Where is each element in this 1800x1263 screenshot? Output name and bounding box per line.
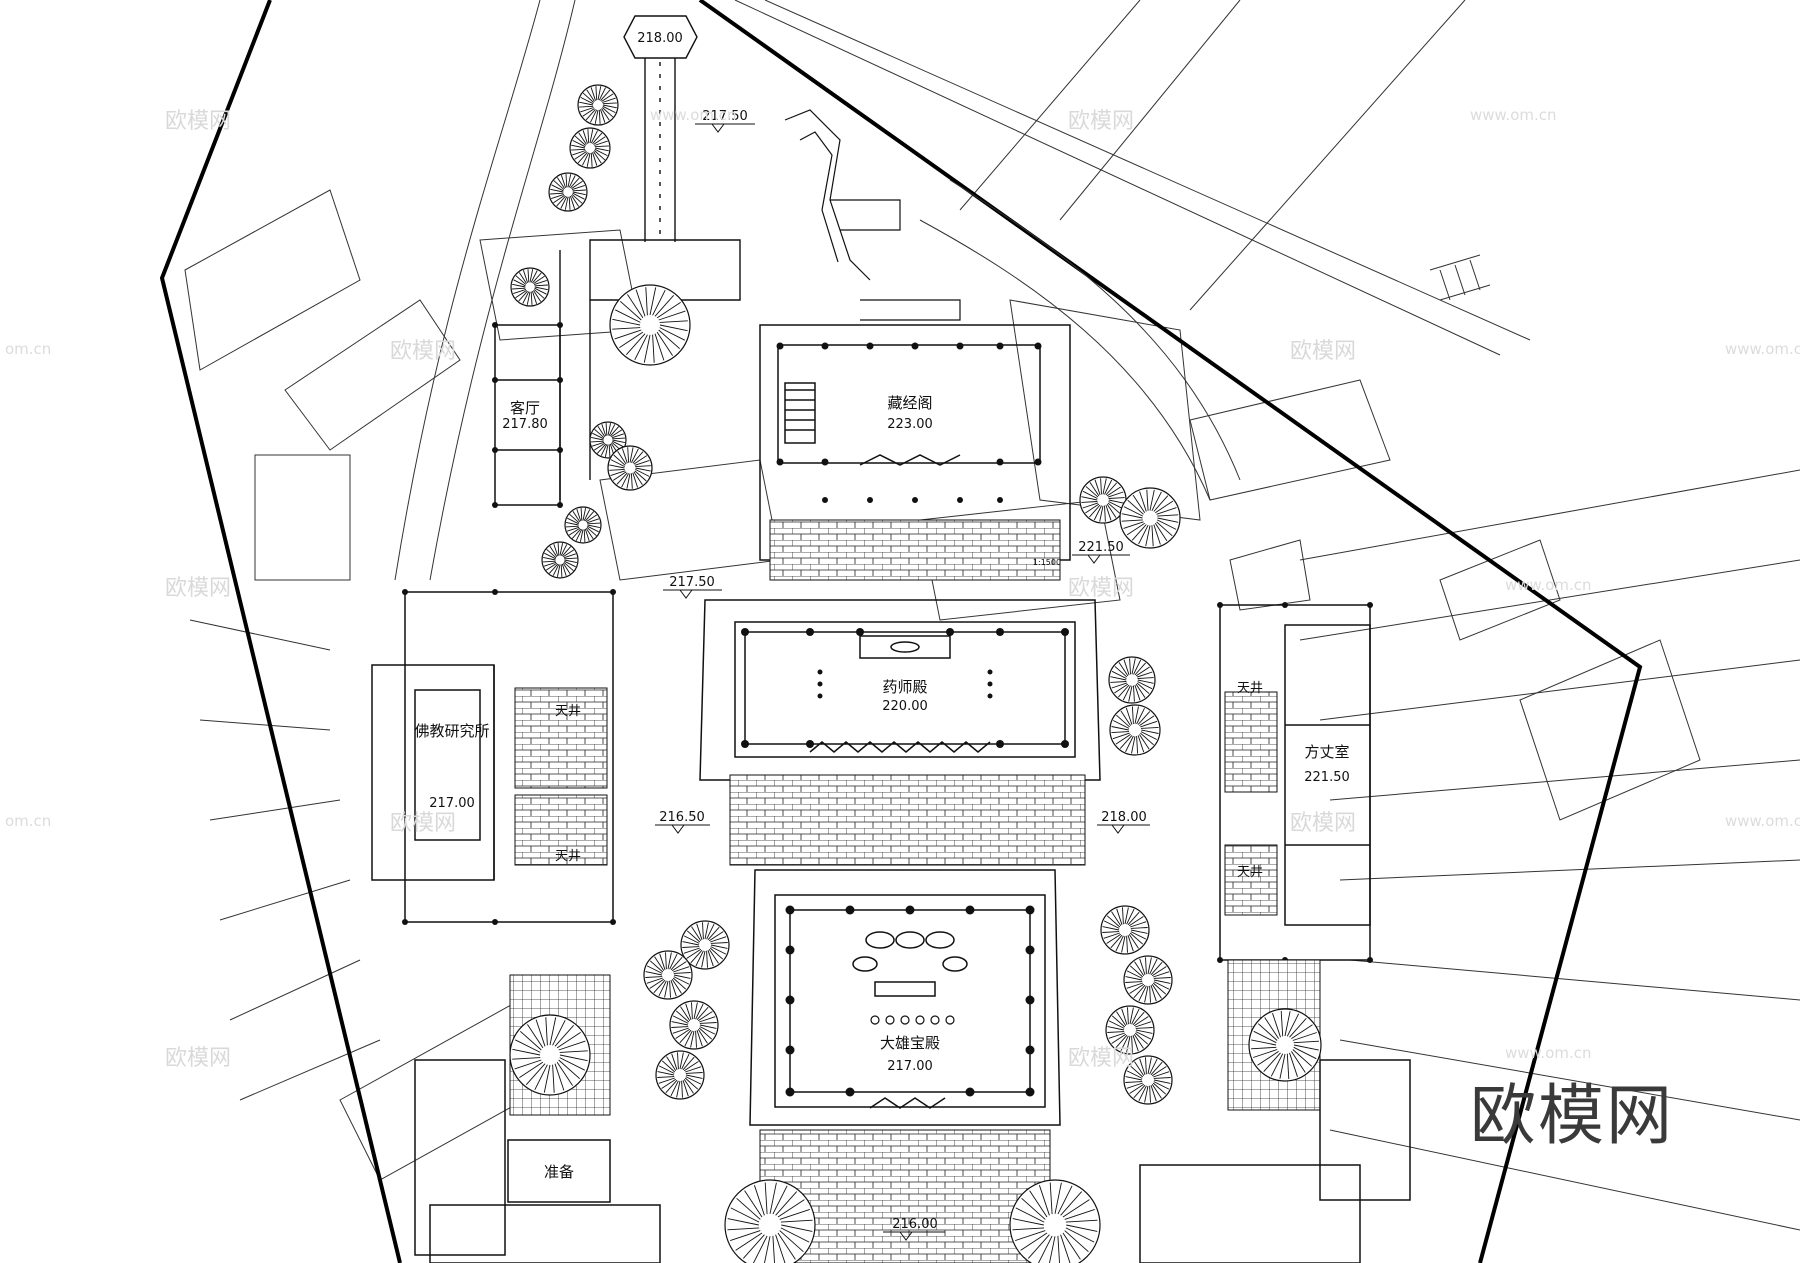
tianjing-label-south: 天井	[555, 849, 581, 864]
tree-symbol	[509, 1014, 591, 1096]
watermark-text: 欧模网	[1068, 576, 1134, 601]
tree-symbol	[541, 541, 579, 579]
zangjingge-elevation: 223.00	[887, 417, 933, 432]
zhunbei-label: 准备	[544, 1163, 574, 1181]
watermark-url: www.om.cn	[650, 106, 737, 124]
watermark-text: 欧模网	[1290, 339, 1356, 364]
yaoshidian-label: 药师殿	[882, 678, 927, 696]
fangzhang-label: 方丈室	[1304, 743, 1349, 761]
watermark-text: 欧模网	[165, 576, 231, 601]
ketin-elevation: 217.80	[502, 417, 548, 432]
daxiongbaodian-elevation: 217.00	[887, 1059, 933, 1074]
watermark-logo-text: 欧模网	[1470, 1077, 1674, 1154]
fojiao-elevation: 217.00	[429, 796, 475, 811]
tianjing-label-east-north: 天井	[1237, 681, 1263, 696]
hall-fangzhang-outline	[1219, 604, 1371, 961]
elevation-markers	[655, 123, 1150, 1241]
watermark-url-left: om.cn	[5, 812, 51, 830]
yaoshidian-terrace-paving	[729, 774, 1086, 866]
fangzhang-courtyard-north	[1224, 691, 1278, 793]
zangjingge-terrace-paving	[769, 519, 1061, 581]
tree-symbol	[1248, 1008, 1322, 1082]
tree-symbol	[680, 920, 730, 970]
elevation-court-east: 218.00	[1101, 810, 1147, 825]
watermark-text: 欧模网	[1068, 1046, 1134, 1071]
elevation-mid: 217.50	[669, 575, 715, 590]
yaoshidian-elevation: 220.00	[882, 699, 928, 714]
tree-symbol	[724, 1179, 816, 1263]
tree-symbol	[1109, 704, 1161, 756]
embankment-west	[394, 0, 576, 581]
tree-symbol	[1123, 1055, 1173, 1105]
elevation-south: 216.00	[892, 1217, 938, 1232]
tree-symbol	[510, 267, 550, 307]
tree-symbol	[548, 172, 588, 212]
tree-symbol	[609, 284, 691, 366]
tree-symbol	[643, 950, 693, 1000]
tree-symbol	[1105, 1005, 1155, 1055]
elevation-east: 221.50	[1078, 540, 1124, 555]
fojiao-courtyard-north	[514, 687, 608, 789]
elevation-slope: 1:1500	[1033, 558, 1061, 567]
watermark-text: 欧模网	[165, 1046, 231, 1071]
watermark-url: www.om.cn	[1725, 340, 1800, 358]
winding-stair	[784, 109, 961, 321]
tree-symbol	[607, 445, 653, 491]
hall-daxiongbaodian-outline	[749, 869, 1061, 1126]
watermark-layer: 欧模网 欧模网 www.om.cn www.om.cn om.cn 欧模网 欧模…	[5, 106, 1800, 1154]
tree-symbol	[589, 421, 627, 459]
tree-symbol	[655, 1050, 705, 1100]
tree-symbol	[564, 506, 602, 544]
room-zhunbei-outline	[414, 1059, 1411, 1263]
yaoshidian-columns	[741, 628, 1069, 748]
watermark-text: 欧模网	[1068, 109, 1134, 134]
fojiao-label: 佛教研究所	[414, 722, 489, 740]
ketin-label: 客厅	[510, 399, 540, 417]
elevation-court-west: 216.50	[659, 810, 705, 825]
watermark-url: www.om.cn	[1725, 812, 1800, 830]
tree-symbol	[569, 127, 611, 169]
fojiao-courtyard-south	[514, 794, 608, 866]
zangjingge-label: 藏经阁	[887, 394, 932, 412]
fojiao-columns	[402, 589, 616, 925]
tree-symbol	[669, 1000, 719, 1050]
tree-symbol	[577, 84, 619, 126]
hall-yaoshidian-outline	[699, 599, 1101, 781]
daxiongbaodian-label: 大雄宝殿	[880, 1034, 940, 1052]
tree-symbol	[1009, 1179, 1101, 1263]
fangzhang-elevation: 221.50	[1304, 770, 1350, 785]
watermark-text: 欧模网	[1290, 811, 1356, 836]
zangjingge-columns	[776, 342, 1042, 503]
site-boundary	[159, 0, 1643, 1263]
watermark-url-left: om.cn	[5, 340, 51, 358]
watermark-url: www.om.cn	[1505, 1044, 1592, 1062]
fangzhang-courtyard-south	[1224, 844, 1278, 916]
elevation-pavilion: 218.00	[637, 31, 683, 46]
tree-symbol	[1079, 476, 1127, 524]
daxiongbaodian-columns	[785, 905, 1035, 1097]
tianjing-label-north: 天井	[555, 704, 581, 719]
watermark-url: www.om.cn	[1505, 576, 1592, 594]
context-lines	[184, 0, 1800, 1231]
daxiongbaodian-altar-dots	[870, 1015, 955, 1025]
hall-ketin-outline	[494, 324, 561, 506]
tree-symbol	[1108, 656, 1156, 704]
embankment-east	[919, 179, 1241, 501]
elevation-north: 217.50	[702, 109, 748, 124]
trees-layer	[509, 84, 1322, 1263]
ketin-columns	[492, 322, 563, 508]
tree-symbol	[1100, 905, 1150, 955]
tree-symbol	[1119, 487, 1181, 549]
watermark-text: 欧模网	[390, 339, 456, 364]
hall-fojiao-outline	[371, 591, 614, 923]
watermark-url: www.om.cn	[1470, 106, 1557, 124]
fangzhang-columns	[1217, 602, 1373, 963]
tianjing-label-east-south: 天井	[1237, 865, 1263, 880]
watermark-text: 欧模网	[165, 109, 231, 134]
watermark-text: 欧模网	[390, 811, 456, 836]
tree-symbol	[1123, 955, 1173, 1005]
